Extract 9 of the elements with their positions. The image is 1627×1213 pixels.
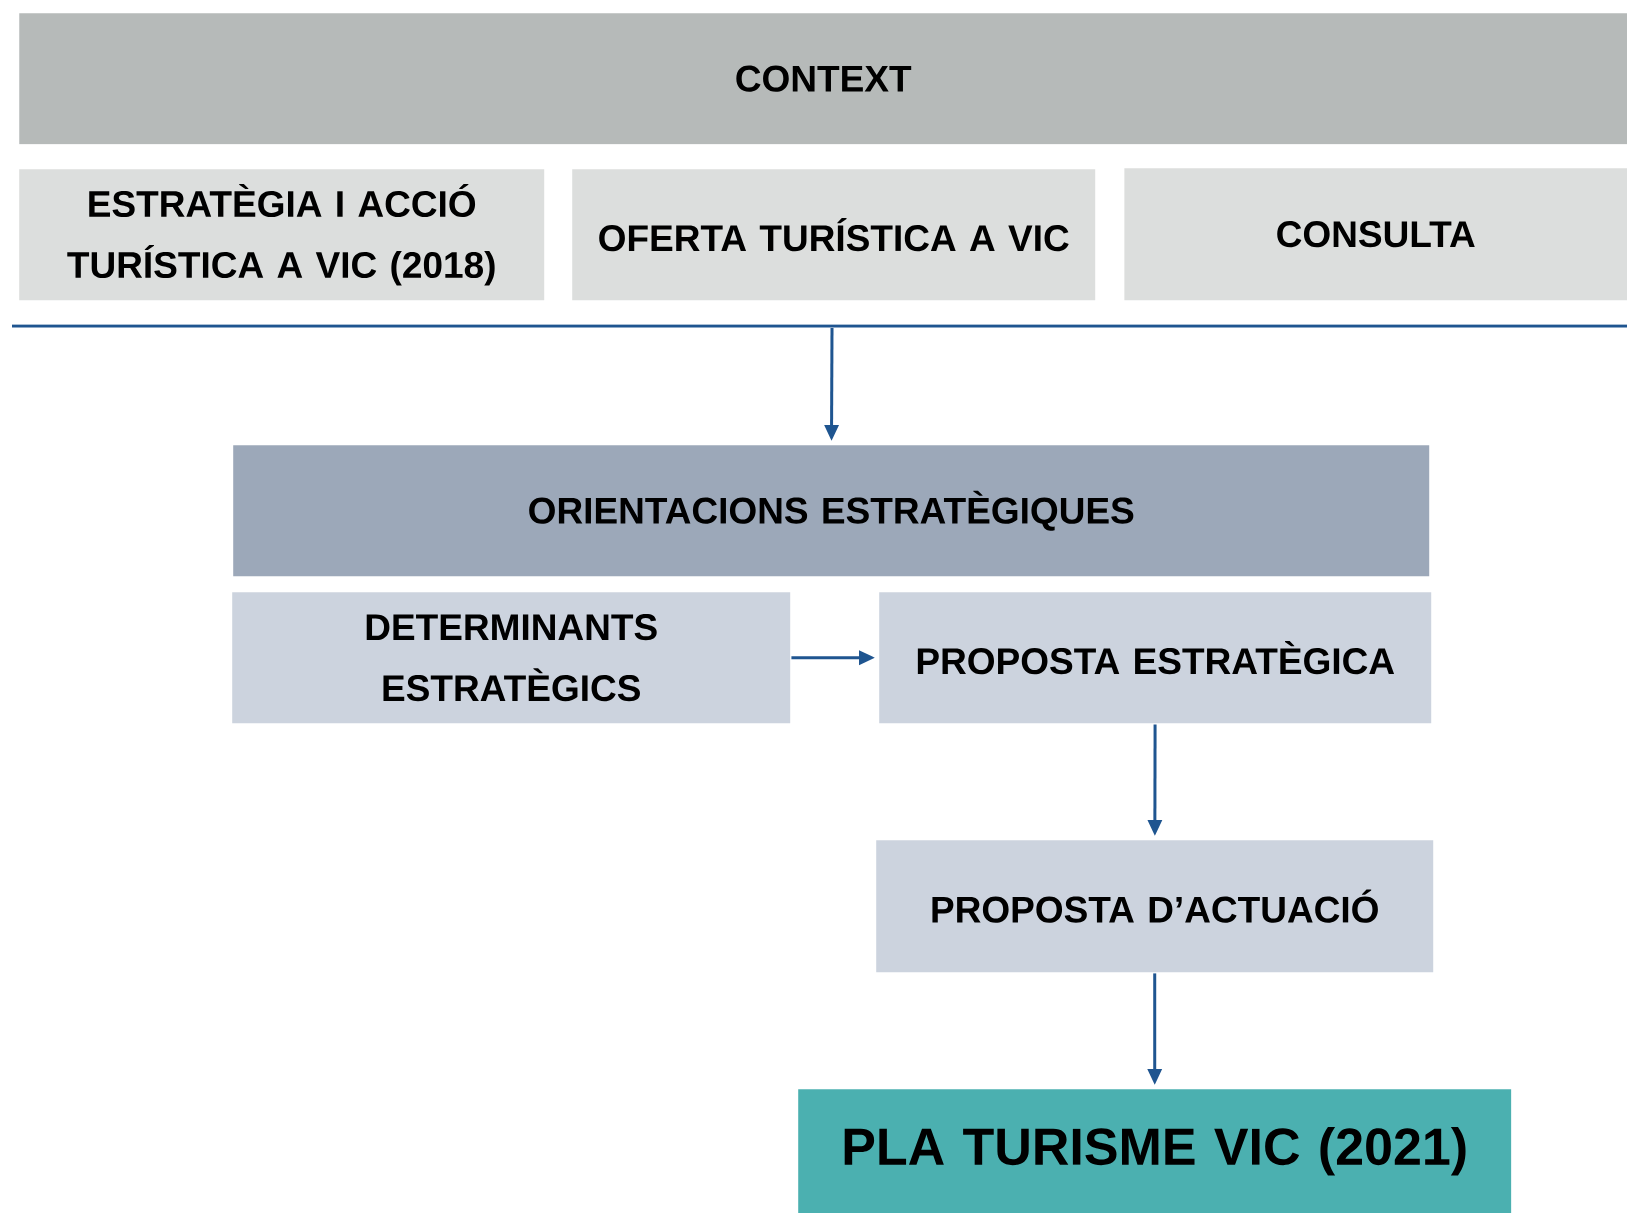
result-box: PLA TURISME VIC (2021) (798, 1089, 1512, 1213)
header-band: CONTEXT (19, 13, 1627, 145)
context-box: ESTRATÈGIA I ACCIÓ TURÍSTICA A VIC (2018) (19, 169, 545, 301)
context-box: CONSULTA (1124, 168, 1627, 301)
process-box: PROPOSTA D’ACTUACIÓ (876, 840, 1434, 973)
section-band: ORIENTACIONS ESTRATÈGIQUES (233, 445, 1430, 577)
process-box: PROPOSTA ESTRATÈGICA (879, 592, 1432, 724)
process-box: DETERMINANTS ESTRATÈGICS (232, 592, 791, 724)
context-box: OFERTA TURÍSTICA A VIC (572, 169, 1096, 301)
